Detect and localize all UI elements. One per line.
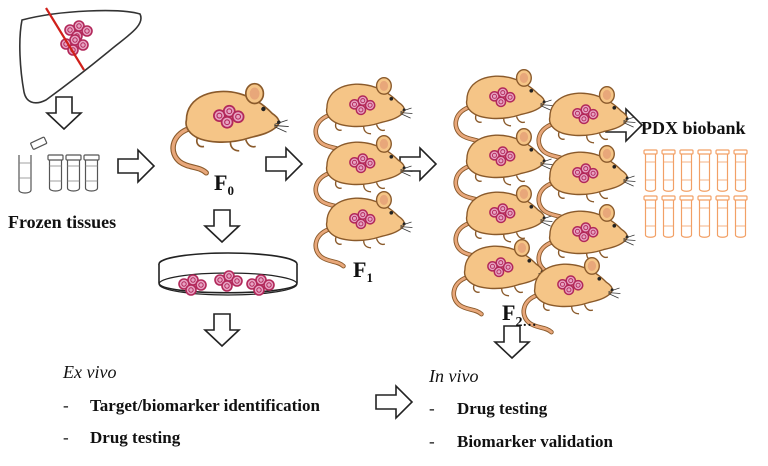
cut-line [45, 7, 85, 71]
f0-label: F0 [214, 170, 234, 199]
frozen-vials-icon [18, 136, 100, 194]
f0-letter: F [214, 170, 228, 195]
frozen-tissues-label: Frozen tissues [8, 212, 117, 232]
f1-subscript: 1 [366, 270, 373, 285]
ex-vivo-item-1: Target/biomarker identification [90, 396, 320, 415]
f1-letter: F [353, 257, 367, 282]
in-vivo-item-1: Drug testing [457, 399, 548, 418]
ex-vivo-item-2: Drug testing [90, 428, 181, 447]
pdx-biobank-vials-icon [643, 149, 748, 238]
f2-subscript: 2… [515, 315, 537, 330]
in-vivo-item-2: Biomarker validation [457, 432, 613, 451]
ex-vivo-title: Ex vivo [63, 362, 117, 382]
f2-letter: F [502, 300, 516, 325]
pdx-biobank-label: PDX biobank [641, 118, 746, 138]
ex-vivo-dash-2: - [63, 428, 69, 447]
in-vivo-dash-2: - [429, 432, 435, 451]
mouse-f1-group [316, 78, 413, 267]
f1-label: F1 [353, 257, 373, 286]
ex-vivo-dash-1: - [63, 396, 69, 415]
liver-with-tumor-icon [19, 7, 142, 104]
f2-label: F2… [502, 300, 536, 331]
f0-subscript: 0 [227, 183, 234, 198]
petri-dish-icon [158, 252, 298, 296]
in-vivo-title: In vivo [429, 366, 479, 386]
mouse-f2-group [454, 70, 636, 333]
in-vivo-dash-1: - [429, 399, 435, 418]
